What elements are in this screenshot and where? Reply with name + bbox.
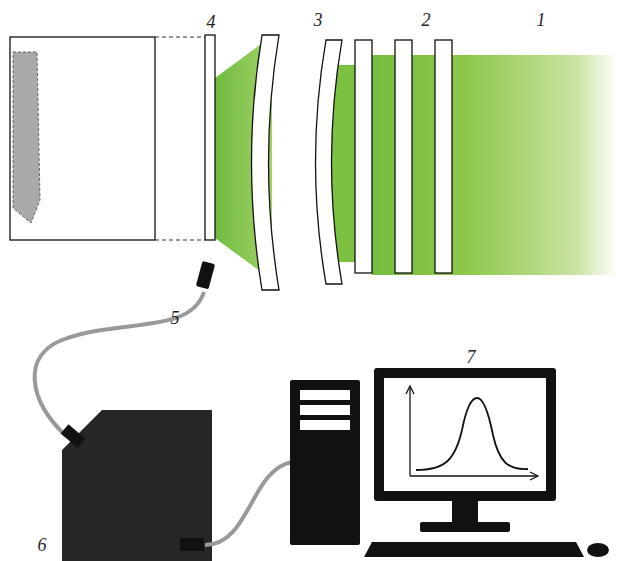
spectrum-curve [416, 398, 528, 470]
axis-arrow [406, 386, 414, 394]
monitor-stand [452, 501, 478, 523]
graph-axis [409, 388, 410, 476]
cable-connector [180, 538, 204, 551]
monitor-base [420, 522, 510, 532]
lens [252, 35, 280, 290]
sample-chamber [10, 37, 155, 240]
lens [316, 40, 343, 284]
graph-axis [410, 475, 537, 476]
callout-number: 6 [38, 536, 47, 554]
monitor [374, 368, 556, 501]
filter-plate [355, 40, 372, 273]
probe-tip [13, 52, 40, 223]
keyboard [364, 542, 584, 557]
filter-plate [435, 40, 452, 273]
drive-bay [300, 420, 350, 430]
computer-tower [290, 380, 360, 545]
callout-number: 7 [467, 348, 476, 366]
mouse [587, 543, 609, 557]
drive-bay [300, 390, 350, 400]
filter-plate [395, 40, 412, 273]
screen-plate [205, 35, 215, 240]
projection-line [155, 37, 205, 38]
monitor-screen [384, 378, 546, 491]
axis-arrow [530, 472, 538, 480]
callout-number: 5 [171, 309, 180, 327]
fiber-connector [196, 261, 215, 289]
spectrometer [62, 410, 212, 561]
callout-number: 1 [537, 11, 546, 29]
callout-number: 2 [422, 11, 431, 29]
data-cable [205, 462, 292, 545]
callout-number: 4 [207, 13, 216, 31]
drive-bay [300, 405, 350, 415]
fiber-connector [61, 424, 86, 447]
projection-line [155, 240, 205, 241]
callout-number: 3 [314, 11, 323, 29]
